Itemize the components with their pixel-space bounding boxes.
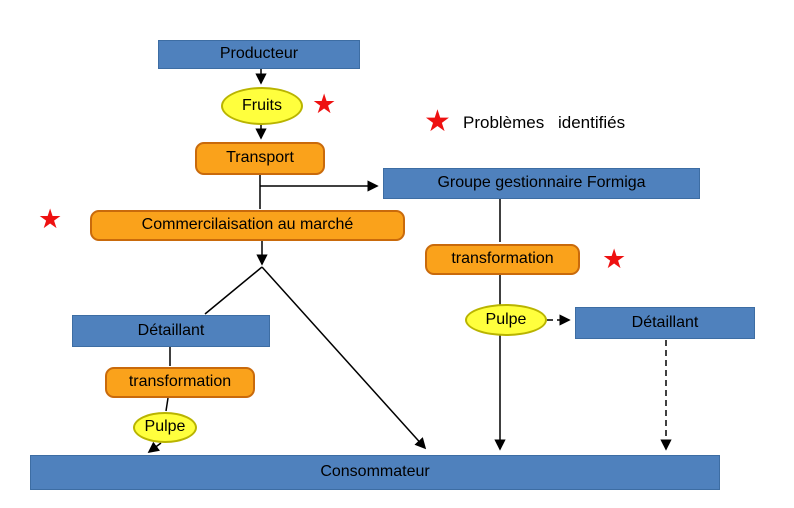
arrow-pulpe-left-to-consommateur: [147, 441, 162, 454]
line-transformation-left-to-pulpe: [165, 397, 169, 412]
node-transformation-right-label: transformation: [451, 250, 554, 268]
line-junction-to-detaillant-left: [204, 266, 263, 315]
node-transformation-left: transformation: [105, 367, 255, 398]
star-icon-transformation: ★: [602, 244, 627, 275]
node-producteur-label: Producteur: [219, 45, 299, 63]
node-groupe-gestionnaire-label: Groupe gestionnaire Formiga: [437, 174, 646, 192]
node-consommateur-label: Consommateur: [320, 463, 430, 481]
node-transformation-left-label: transformation: [128, 373, 232, 391]
node-producteur: Producteur: [158, 40, 360, 69]
arrow-junction-to-consommateur: [261, 266, 427, 450]
node-transformation-right: transformation: [425, 244, 580, 275]
node-pulpe-left-label: Pulpe: [144, 418, 186, 436]
node-detaillant-left: Détaillant: [72, 315, 270, 347]
star-icon-fruits: ★: [312, 89, 337, 120]
node-consommateur: Consommateur: [30, 455, 720, 490]
node-pulpe-right-label: Pulpe: [485, 310, 527, 328]
node-commercialisation: Commercilaisation au marché: [90, 210, 405, 241]
node-detaillant-right: Détaillant: [575, 307, 755, 339]
node-detaillant-left-label: Détaillant: [137, 321, 205, 339]
node-fruits-label: Fruits: [242, 96, 282, 114]
node-pulpe-right: Pulpe: [465, 304, 547, 336]
legend-label: Problèmes identifiés: [463, 113, 626, 132]
node-commercialisation-label: Commercilaisation au marché: [141, 216, 354, 234]
node-fruits: Fruits: [221, 87, 303, 125]
star-icon-commercialisation: ★: [38, 204, 63, 235]
node-transport-label: Transport: [226, 149, 294, 167]
node-detaillant-right-label: Détaillant: [631, 313, 699, 331]
node-transport: Transport: [195, 142, 325, 175]
node-pulpe-left: Pulpe: [133, 412, 197, 443]
node-groupe-gestionnaire: Groupe gestionnaire Formiga: [383, 168, 700, 199]
star-icon-legend: ★: [424, 104, 451, 139]
